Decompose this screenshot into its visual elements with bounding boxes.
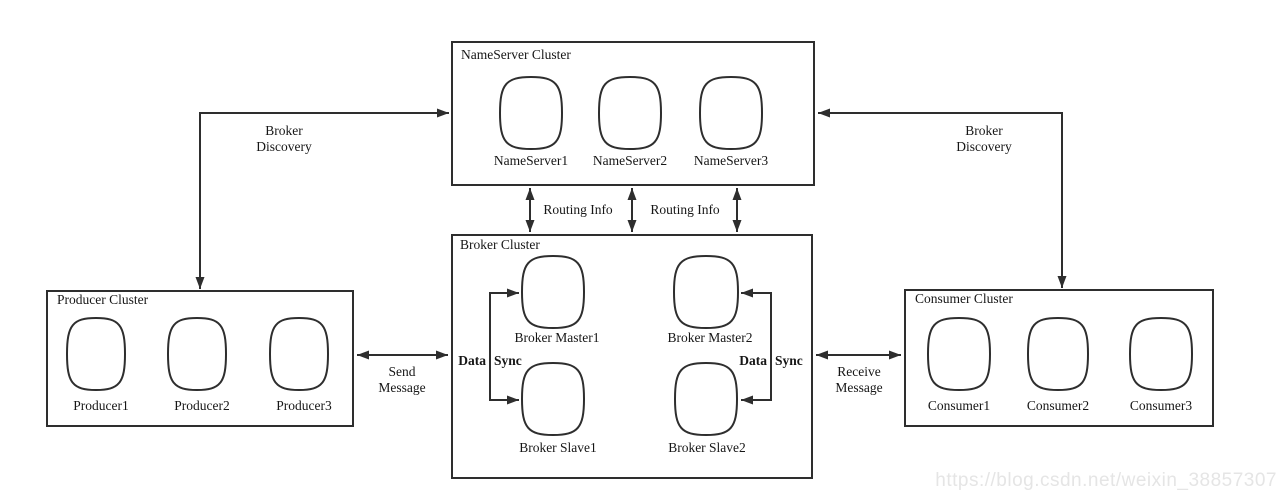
edge-label-broker-discovery-right-2: Discovery <box>956 139 1012 154</box>
producer-cluster-title: Producer Cluster <box>57 292 149 307</box>
node-broker-slave2 <box>673 361 739 437</box>
node-label-broker-master1: Broker Master1 <box>514 330 599 345</box>
node-consumer1 <box>926 316 992 392</box>
edge-data-sync-left <box>489 288 519 405</box>
edge-broker-discovery-left <box>195 108 449 289</box>
edge-label-send-message-1: Send <box>389 364 416 379</box>
node-nameserver3 <box>698 75 764 151</box>
edge-label-routing-info-right: Routing Info <box>650 202 720 217</box>
node-label-broker-master2: Broker Master2 <box>667 330 752 345</box>
edge-label-data-sync-right-word2: Sync <box>775 353 803 368</box>
node-label-consumer2: Consumer2 <box>1027 398 1089 413</box>
broker-cluster-title: Broker Cluster <box>460 237 540 252</box>
watermark: https://blog.csdn.net/weixin_38857307 <box>935 470 1277 491</box>
edge-label-broker-discovery-left-2: Discovery <box>256 139 312 154</box>
node-label-producer1: Producer1 <box>73 398 128 413</box>
node-label-producer3: Producer3 <box>276 398 332 413</box>
node-label-nameserver1: NameServer1 <box>494 153 568 168</box>
node-broker-master2 <box>672 254 740 330</box>
edge-label-routing-info-left: Routing Info <box>543 202 613 217</box>
edge-label-receive-message-2: Message <box>835 380 882 395</box>
edge-label-data-sync-left-word1: Data <box>458 353 486 368</box>
edge-label-broker-discovery-right-1: Broker <box>965 123 1003 138</box>
consumer-cluster-title: Consumer Cluster <box>915 291 1013 306</box>
edge-label-data-sync-right-word1: Data <box>739 353 767 368</box>
node-broker-slave1 <box>520 361 586 437</box>
edge-label-send-message-2: Message <box>378 380 425 395</box>
node-nameserver1 <box>498 75 564 151</box>
node-consumer2 <box>1026 316 1090 392</box>
edge-label-broker-discovery-left-1: Broker <box>265 123 303 138</box>
node-label-nameserver3: NameServer3 <box>694 153 768 168</box>
edge-label-receive-message-1: Receive <box>837 364 880 379</box>
node-label-nameserver2: NameServer2 <box>593 153 667 168</box>
node-producer1 <box>65 316 127 392</box>
edge-broker-discovery-right <box>818 108 1067 288</box>
node-broker-master1 <box>520 254 586 330</box>
node-nameserver2 <box>597 75 663 151</box>
node-producer2 <box>166 316 228 392</box>
node-label-broker-slave1: Broker Slave1 <box>519 440 597 455</box>
edge-label-data-sync-left-word2: Sync <box>494 353 522 368</box>
node-label-consumer1: Consumer1 <box>928 398 990 413</box>
node-label-broker-slave2: Broker Slave2 <box>668 440 746 455</box>
edge-data-sync-right <box>741 288 772 405</box>
nameserver-cluster-title: NameServer Cluster <box>461 47 571 62</box>
node-consumer3 <box>1128 316 1194 392</box>
node-label-producer2: Producer2 <box>174 398 229 413</box>
node-producer3 <box>268 316 330 392</box>
node-label-consumer3: Consumer3 <box>1130 398 1192 413</box>
